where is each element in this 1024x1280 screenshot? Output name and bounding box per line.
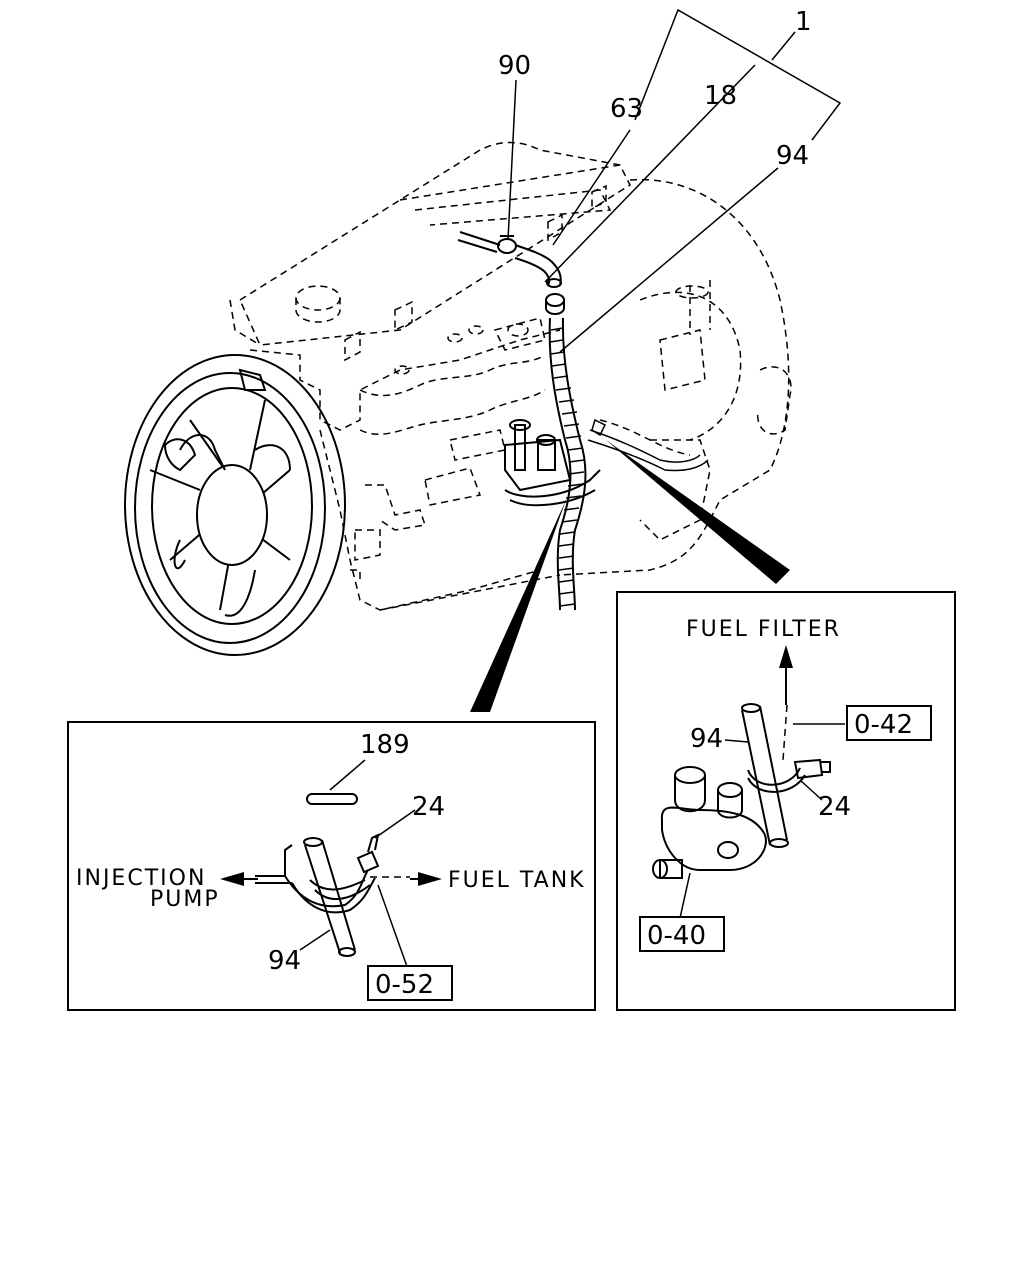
left-detail-panel: 189 24 94 INJECTION PUMP FUEL TANK 0-52 <box>67 721 596 1011</box>
clip-189 <box>306 759 366 805</box>
right-detail-panel: FUEL FILTER 94 24 0-42 0-40 <box>616 591 956 1011</box>
callout-24-left: 24 <box>412 792 445 822</box>
hose-94-left <box>255 837 376 957</box>
callout-18: 18 <box>704 81 737 111</box>
ref-0-42: 0-42 <box>854 710 913 740</box>
arrowhead-fuel-filter <box>779 645 793 668</box>
callout-63: 63 <box>610 94 643 124</box>
callout-24-right: 24 <box>818 792 851 822</box>
callout-94-main: 94 <box>776 141 809 171</box>
arrowhead-fuel-tank <box>418 872 442 886</box>
ref-0-40: 0-40 <box>647 921 706 951</box>
ref-box-0-52 <box>367 965 453 1001</box>
fitting-18 <box>545 293 565 315</box>
label-fuel-tank: FUEL TANK <box>448 868 586 893</box>
ref-0-52: 0-52 <box>375 970 434 1000</box>
arrowhead-injection-pump <box>220 872 244 886</box>
hose-94-main <box>548 317 587 611</box>
ref-box-0-40 <box>639 916 725 952</box>
clamp-24-right <box>793 758 831 801</box>
label-injection: INJECTION <box>76 866 206 891</box>
clamp-24-left <box>356 809 416 874</box>
engine-illustration <box>124 141 792 656</box>
leader-to-left-detail <box>470 500 566 712</box>
clip-90 <box>497 235 517 254</box>
callout-94-left: 94 <box>268 946 301 976</box>
top-callouts: 1 90 63 18 94 <box>498 7 842 353</box>
callout-1: 1 <box>795 7 812 37</box>
callout-189: 189 <box>360 730 410 760</box>
fuel-filter-body <box>652 766 767 879</box>
callout-90: 90 <box>498 51 531 81</box>
label-fuel-filter: FUEL FILTER <box>686 617 841 642</box>
leader-to-right-detail <box>606 440 790 584</box>
hose-63 <box>457 231 562 288</box>
callout-94-right: 94 <box>690 724 723 754</box>
label-pump: PUMP <box>150 887 220 912</box>
ref-box-0-42 <box>846 705 932 741</box>
